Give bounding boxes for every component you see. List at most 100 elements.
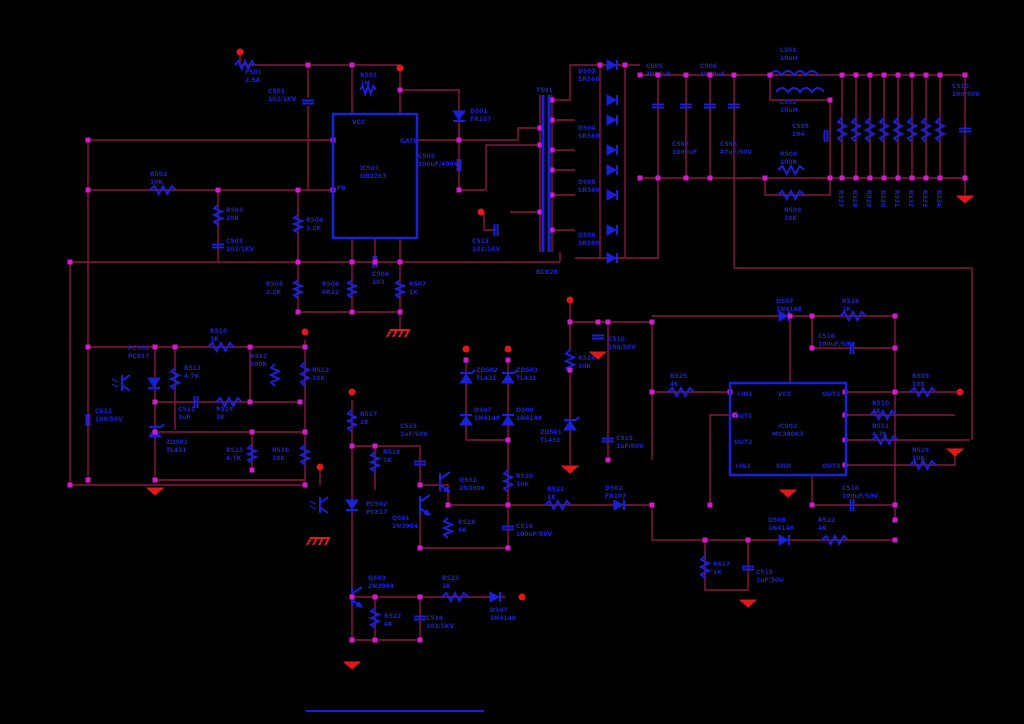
junction-dot xyxy=(372,594,378,600)
junction-dot xyxy=(787,313,793,319)
c513-ref: C513 xyxy=(472,238,489,245)
r518-ref: R518 xyxy=(383,449,400,456)
load-resistor-label: R530 xyxy=(879,190,886,207)
c501-value: 102/1KV xyxy=(268,96,297,103)
junction-dot xyxy=(505,502,511,508)
junction-dot xyxy=(881,72,887,78)
junction-dot xyxy=(655,175,661,181)
junction-dot xyxy=(892,345,898,351)
c510b-ref: C510 xyxy=(608,336,625,343)
wire xyxy=(569,302,653,460)
l502-value: 10uH xyxy=(780,107,798,114)
resistor-symbol xyxy=(207,340,235,354)
junction-dot xyxy=(895,72,901,78)
r519-value: 4K xyxy=(458,527,467,534)
d505-ref: D505 xyxy=(578,179,596,186)
l502-ref: L502 xyxy=(780,99,796,106)
resistor-symbol xyxy=(441,590,469,604)
resistor-symbol xyxy=(698,555,712,579)
chassis-ground-symbol xyxy=(306,537,312,546)
zener-symbol xyxy=(575,416,580,421)
wire xyxy=(420,484,449,505)
r522-value: 4K xyxy=(384,621,393,628)
transistor-symbol xyxy=(443,486,451,493)
d507-value: 1N4148 xyxy=(474,415,500,422)
r510-ref: R510 xyxy=(210,328,227,335)
junction-dot xyxy=(683,72,689,78)
zener-symbol xyxy=(513,369,518,374)
junction-dot xyxy=(456,187,462,193)
junction-dot xyxy=(909,175,915,181)
d507-out-ref: D507 xyxy=(490,607,508,614)
resistor-symbol xyxy=(393,279,407,299)
r523-value: 1K xyxy=(442,583,451,590)
junction-dot xyxy=(702,537,708,543)
wire xyxy=(552,64,640,101)
wire xyxy=(458,120,540,141)
opto-symbol xyxy=(319,506,329,514)
resistor-symbol xyxy=(777,188,805,202)
junction-dot xyxy=(937,175,943,181)
junction-dot xyxy=(537,209,543,215)
junction-dot xyxy=(649,389,655,395)
junction-dot xyxy=(549,147,555,153)
junction-dot xyxy=(152,399,158,405)
junction-dot xyxy=(827,175,833,181)
junction-dot xyxy=(892,389,898,395)
junction-dot xyxy=(881,175,887,181)
wire xyxy=(610,504,780,541)
r511b-value: 4.7K xyxy=(872,431,888,438)
r509-value: 10K xyxy=(784,215,797,222)
d501-value: FR107 xyxy=(470,116,491,123)
resistor-symbol xyxy=(501,469,515,493)
r507-ref: R507 xyxy=(409,281,426,288)
c515c-ref: C515 xyxy=(756,569,773,576)
c514-ref: C514 xyxy=(426,615,443,622)
ic2-part: MC34063 xyxy=(772,431,803,438)
inductor-symbol xyxy=(769,70,819,77)
diode-symbol xyxy=(778,310,790,322)
junction-dot xyxy=(549,227,555,233)
r507-value: 1K xyxy=(409,289,418,296)
resistor-symbol xyxy=(835,117,849,143)
junction-dot xyxy=(349,62,355,68)
junction-dot xyxy=(853,72,859,78)
ic1-pin-vcc: VCC xyxy=(352,119,366,126)
junction-dot xyxy=(827,97,833,103)
ground-symbol xyxy=(588,351,608,360)
power-rail-symbol xyxy=(316,463,324,471)
r519-ref: R519 xyxy=(458,519,475,526)
chassis-ground-symbol xyxy=(398,329,404,338)
zd501b-value: TL431 xyxy=(540,437,560,444)
wire xyxy=(465,360,508,441)
diode-symbol xyxy=(459,415,473,426)
opto-symbol xyxy=(121,374,131,382)
junction-dot xyxy=(537,142,543,148)
junction-dot xyxy=(707,72,713,78)
wire xyxy=(769,75,830,101)
r522-ref: R522 xyxy=(384,613,401,620)
wire xyxy=(400,89,460,190)
resistor-symbol xyxy=(877,117,891,143)
junction-dot xyxy=(597,62,603,68)
junction-dot xyxy=(397,259,403,265)
ic2-pin-out2: OUT2 xyxy=(734,439,752,446)
junction-dot xyxy=(909,72,915,78)
junction-dot xyxy=(892,313,898,319)
junction-dot xyxy=(215,187,221,193)
chassis-ground-symbol xyxy=(386,329,392,338)
junction-dot xyxy=(937,72,943,78)
junction-dot xyxy=(622,62,628,68)
power-rail-symbol xyxy=(236,48,244,56)
c504-ref: C504 xyxy=(372,271,389,278)
power-rail-symbol xyxy=(504,345,512,353)
junction-dot xyxy=(892,517,898,523)
zd501-ref: ZD501 xyxy=(166,439,188,446)
r515-value: 4.7K xyxy=(226,455,242,462)
d507b-value: 1N4148 xyxy=(776,306,802,313)
junction-dot xyxy=(372,443,378,449)
junction-dot xyxy=(649,502,655,508)
c513-value: 102/1KV xyxy=(472,246,501,253)
opto-symbol xyxy=(111,378,119,383)
r505-ref: R505 xyxy=(266,281,283,288)
